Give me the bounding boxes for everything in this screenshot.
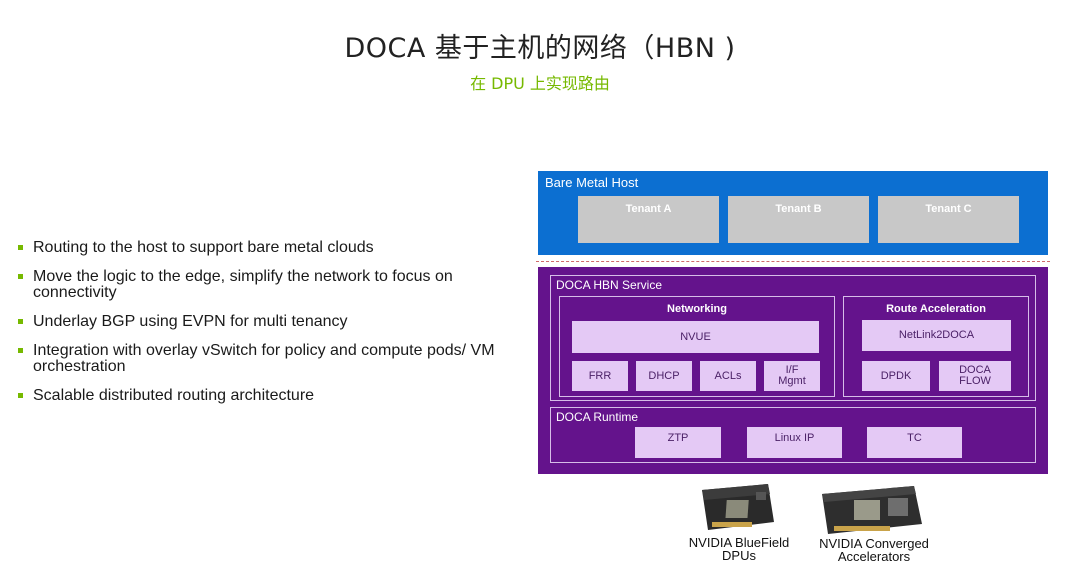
- dpdk-chip: DPDK: [862, 361, 930, 391]
- bullet-item: Integration with overlay vSwitch for pol…: [18, 343, 496, 375]
- linux-ip-chip: Linux IP: [747, 427, 842, 458]
- bare-metal-host-label: Bare Metal Host: [545, 175, 639, 190]
- bluefield-caption: NVIDIA BlueField DPUs: [688, 535, 790, 563]
- route-acceleration-label: Route Acceleration: [886, 303, 986, 315]
- acls-chip: ACLs: [700, 361, 756, 391]
- bullet-item: Move the logic to the edge, simplify the…: [18, 269, 488, 301]
- doca-runtime-box: [550, 407, 1036, 463]
- tenant-a-box: Tenant A: [578, 196, 719, 243]
- networking-label: Networking: [667, 303, 727, 315]
- page-subtitle: 在 DPU 上实现路由: [470, 74, 610, 93]
- bullet-list: Routing to the host to support bare meta…: [18, 240, 508, 417]
- tenant-b-box: Tenant B: [728, 196, 869, 243]
- networking-box: [559, 296, 835, 397]
- bullet-item: Routing to the host to support bare meta…: [18, 240, 508, 256]
- host-separator-line: [536, 261, 1050, 262]
- hbn-service-label: DOCA HBN Service: [556, 278, 663, 292]
- ztp-chip: ZTP: [635, 427, 721, 458]
- doca-flow-chip: DOCA FLOW: [939, 361, 1011, 391]
- tc-chip: TC: [867, 427, 962, 458]
- bullet-item: Underlay BGP using EVPN for multi tenanc…: [18, 314, 508, 330]
- route-acceleration-box: [843, 296, 1029, 397]
- frr-chip: FRR: [572, 361, 628, 391]
- nvue-chip: NVUE: [572, 321, 819, 353]
- tenant-c-box: Tenant C: [878, 196, 1019, 243]
- dhcp-chip: DHCP: [636, 361, 692, 391]
- page-title: DOCA 基于主机的网络（HBN ): [344, 33, 736, 64]
- netlink2doca-chip: NetLink2DOCA: [862, 320, 1011, 351]
- doca-runtime-label: DOCA Runtime: [556, 410, 639, 424]
- hbn-service-box: [550, 275, 1036, 401]
- if-mgmt-chip: I/F Mgmt: [764, 361, 820, 391]
- bare-metal-host-box: Bare Metal Host Tenant A Tenant B Tenant…: [538, 171, 1048, 255]
- converged-accelerators-caption: NVIDIA Converged Accelerators: [819, 536, 929, 564]
- bullet-item: Scalable distributed routing architectur…: [18, 388, 508, 404]
- doca-hbn-container: DOCA HBN Service Networking NVUE FRR DHC…: [538, 267, 1048, 474]
